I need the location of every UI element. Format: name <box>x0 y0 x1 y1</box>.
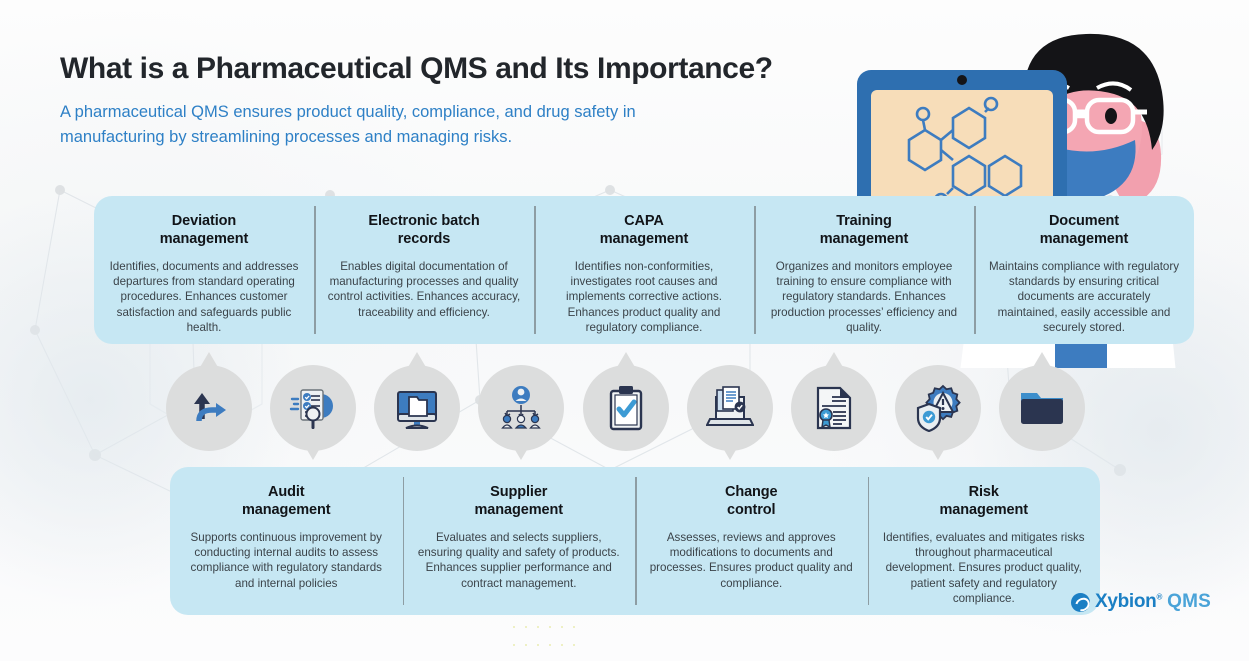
card-body: Supports continuous improvement by condu… <box>190 531 382 590</box>
xybion-mark-icon <box>1070 592 1090 612</box>
card-title: Training management <box>819 213 909 247</box>
risk-gear-shield-icon <box>894 365 981 451</box>
icon-node-deviation[interactable] <box>163 352 255 462</box>
card-title: Change control <box>724 484 778 518</box>
card-electronic-batch-records[interactable]: Electronic batch records Enables digital… <box>314 196 534 344</box>
icon-node-folder[interactable] <box>996 352 1088 462</box>
icon-node-document-audit[interactable] <box>267 352 359 462</box>
icon-node-laptop-documents[interactable] <box>684 352 776 462</box>
card-title: Electronic batch records <box>368 213 480 247</box>
card-body: Identifies, documents and addresses depa… <box>109 260 299 334</box>
page-title: What is a Pharmaceutical QMS and Its Imp… <box>60 52 773 85</box>
deviation-arrows-icon <box>166 365 252 451</box>
registered-mark: ® <box>1156 592 1163 602</box>
card-title: Audit management <box>242 484 331 518</box>
card-training-management[interactable]: Training management Organizes and monito… <box>754 196 974 344</box>
card-body: Maintains compliance with regulatory sta… <box>988 260 1180 334</box>
clipboard-check-icon <box>582 365 669 451</box>
card-body: Enables digital documentation of manufac… <box>327 260 521 319</box>
card-supplier-management[interactable]: Supplier management Evaluates and select… <box>402 467 636 615</box>
card-document-management[interactable]: Document management Maintains compliance… <box>974 196 1194 344</box>
monitor-records-icon <box>374 365 461 451</box>
laptop-documents-icon <box>686 365 773 451</box>
card-body: Organizes and monitors employee training… <box>770 260 958 334</box>
icon-node-clipboard-check[interactable] <box>580 352 672 462</box>
card-title: Risk management <box>939 484 1029 518</box>
header: What is a Pharmaceutical QMS and Its Imp… <box>60 52 773 150</box>
logo-product-name: QMS <box>1167 591 1211 612</box>
certificate-document-icon <box>790 365 877 451</box>
card-audit-management[interactable]: Audit management Supports continuous imp… <box>170 467 403 615</box>
card-title: Deviation management <box>159 213 249 247</box>
logo-brand-name: Xybion® <box>1095 591 1162 613</box>
card-change-control[interactable]: Change control Assesses, reviews and app… <box>635 467 868 615</box>
top-card-row: Deviation management Identifies, documen… <box>94 196 1194 344</box>
icon-node-risk-gear[interactable] <box>892 352 984 462</box>
icon-node-monitor-records[interactable] <box>371 352 463 462</box>
card-body: Identifies, evaluates and mitigates risk… <box>882 531 1085 605</box>
card-body: Evaluates and selects suppliers, ensurin… <box>417 531 620 590</box>
decorative-dot-grid <box>508 617 580 653</box>
logo-brand-text: Xybion <box>1094 591 1157 612</box>
icon-strip <box>163 352 1088 462</box>
icon-node-team-hierarchy[interactable] <box>475 352 567 462</box>
card-title: Document management <box>1039 213 1129 247</box>
card-deviation-management[interactable]: Deviation management Identifies, documen… <box>94 196 314 344</box>
xybion-qms-logo[interactable]: Xybion® QMS <box>1070 591 1211 613</box>
team-hierarchy-icon <box>478 365 565 451</box>
page-subtitle: A pharmaceutical QMS ensures product qua… <box>60 103 636 146</box>
card-capa-management[interactable]: CAPA management Identifies non-conformit… <box>534 196 754 344</box>
card-body: Assesses, reviews and approves modificat… <box>649 531 853 590</box>
card-body: Identifies non-conformities, investigate… <box>566 260 722 334</box>
card-title: Supplier management <box>474 484 564 518</box>
folder-icon <box>999 365 1085 451</box>
document-audit-search-icon <box>270 365 357 451</box>
card-title: CAPA management <box>599 213 689 247</box>
card-risk-management[interactable]: Risk management Identifies, evaluates an… <box>867 467 1101 615</box>
bottom-card-row: Audit management Supports continuous imp… <box>170 467 1100 615</box>
icon-node-certificate[interactable] <box>788 352 880 462</box>
